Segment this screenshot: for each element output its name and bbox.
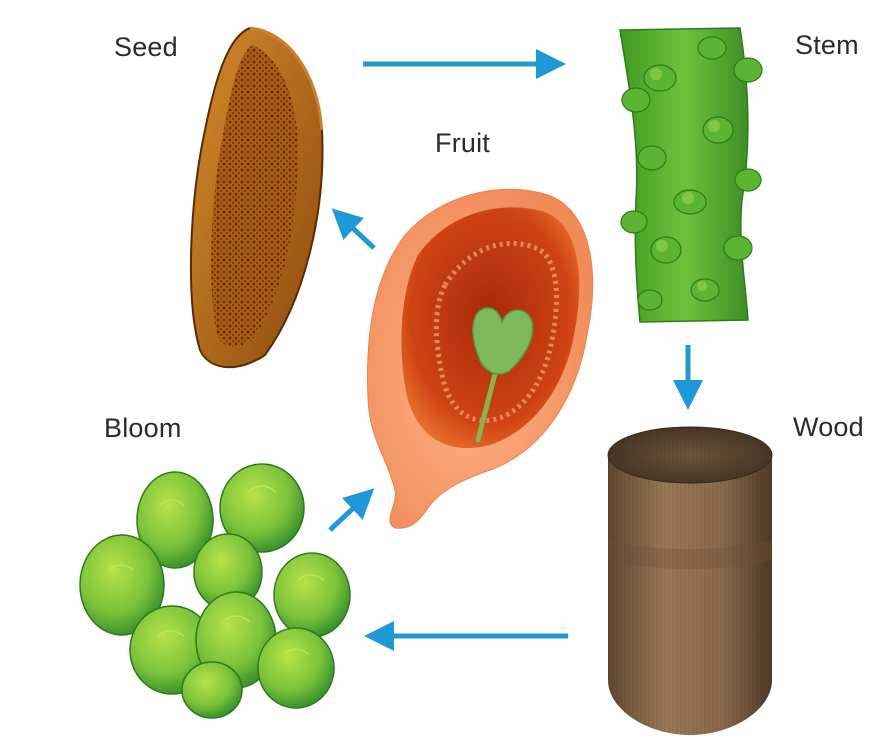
label-wood: Wood — [793, 412, 864, 442]
seed-illustration — [189, 26, 324, 369]
wood-illustration — [607, 426, 773, 735]
cycle-arrows — [328, 49, 703, 651]
arrow-fruit-to-seed — [331, 208, 376, 250]
arrow-bloom-to-fruit — [328, 488, 375, 532]
label-seed: Seed — [114, 32, 178, 62]
stem-illustration — [619, 27, 763, 323]
label-stem: Stem — [795, 30, 859, 60]
fruit-illustration — [367, 188, 594, 529]
label-fruit: Fruit — [435, 128, 490, 158]
label-bloom: Bloom — [104, 413, 182, 443]
bloom-illustration — [79, 463, 351, 719]
